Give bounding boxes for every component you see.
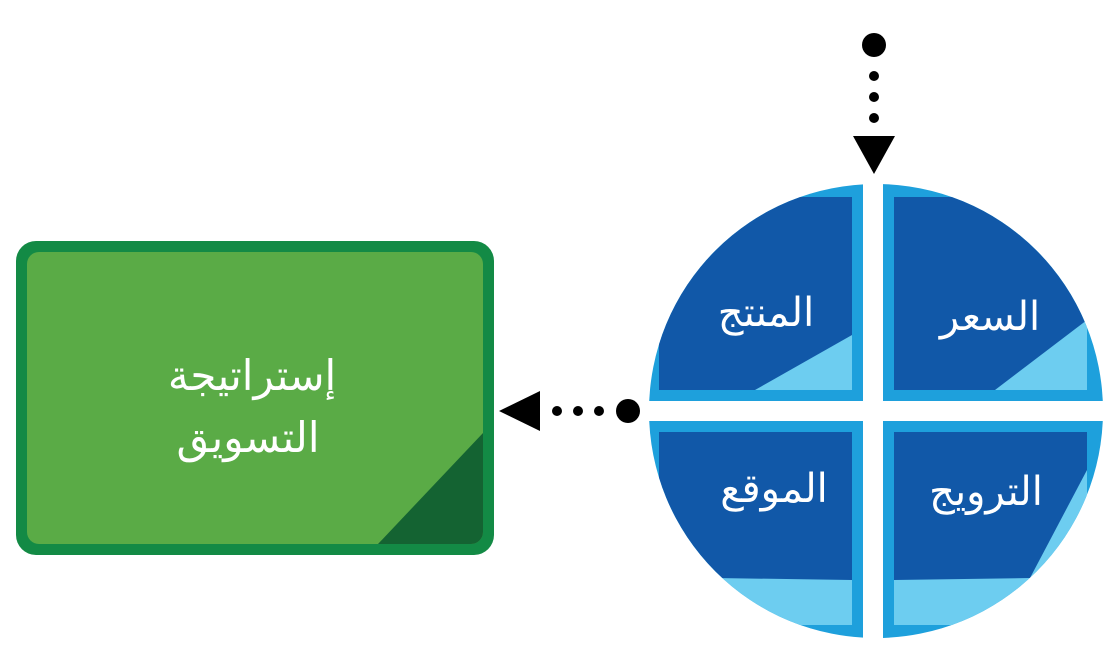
strategy-box-line2: التسويق xyxy=(176,413,319,462)
down-arrow-icon xyxy=(853,136,895,174)
strategy-box-corner xyxy=(378,433,483,544)
quadrant-product-label: المنتج xyxy=(718,290,814,336)
quadrant-promotion-label: الترويج xyxy=(929,469,1043,515)
marketing-mix-circle: المنتج السعر الموقع الترويج xyxy=(640,180,1110,650)
left-connector-dot xyxy=(573,406,583,416)
left-connector-dot xyxy=(616,399,640,423)
left-arrow-icon xyxy=(499,391,540,431)
top-connector-dot xyxy=(869,92,879,102)
top-connector-dot xyxy=(869,71,879,81)
quadrant-price-label: السعر xyxy=(938,294,1040,340)
top-connector-dot xyxy=(862,33,886,57)
strategy-box: إستراتيجة التسويق xyxy=(16,241,494,555)
left-connector-dot xyxy=(594,406,604,416)
left-connector xyxy=(499,391,640,431)
left-connector-dot xyxy=(552,406,562,416)
horizontal-divider xyxy=(640,401,1110,421)
quadrant-promotion xyxy=(894,432,1087,625)
quadrant-place-label: الموقع xyxy=(720,466,828,512)
strategy-box-fill xyxy=(27,252,483,544)
top-connector xyxy=(853,33,895,174)
quadrant-place xyxy=(659,432,852,625)
top-connector-dot xyxy=(869,113,879,123)
strategy-box-line1: إستراتيجة xyxy=(168,351,336,401)
